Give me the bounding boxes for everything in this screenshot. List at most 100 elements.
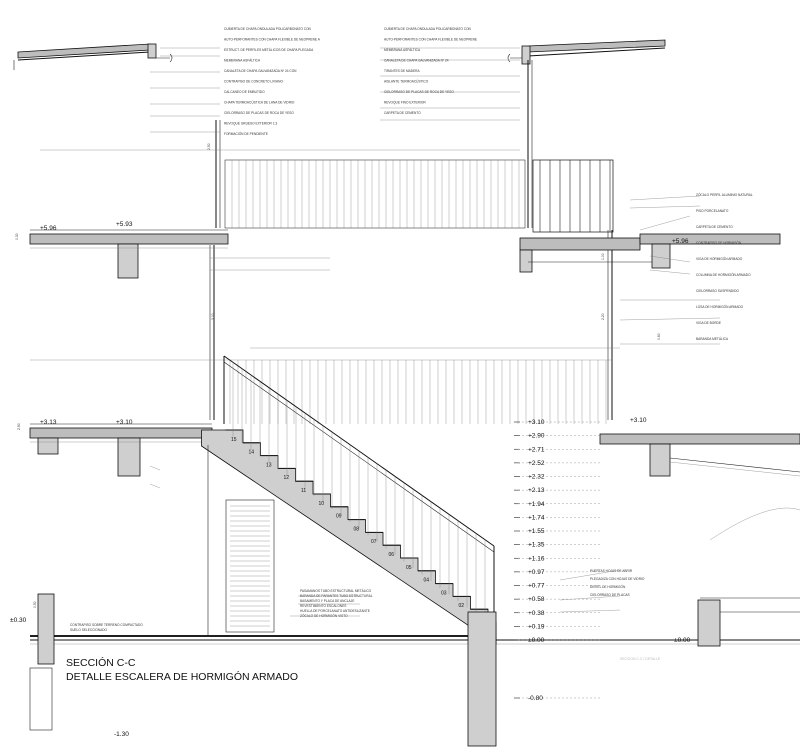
annotation-text: CHAPA TERMOACÚSTICA DE LANA DE VIDRIO bbox=[224, 100, 295, 105]
annotation-text: VIGA DE BORDE bbox=[696, 321, 721, 325]
annotation-text: AUTO-PERFORANTES CON CHAPA FLEXIBLE DE N… bbox=[224, 38, 321, 42]
level-label: -0.80 bbox=[528, 695, 543, 702]
level-mid-left-2: +3.10 bbox=[116, 419, 133, 426]
annotation-text: MEMBRANA ASFÁLTICA bbox=[224, 59, 261, 63]
annotation-text: AISLANTE TERMOACÚSTICO bbox=[384, 79, 429, 84]
annotation-text: CARPETA DE CEMENTO bbox=[384, 111, 421, 115]
level-label: +0.19 bbox=[528, 623, 545, 630]
annotation-text: BASAMENTO Y PLACA DE ANCLAJE bbox=[300, 599, 354, 603]
annotation-text: CIELORRASO DE PLACAS DE ROCA DE YESO bbox=[224, 111, 294, 115]
level-label: +2.71 bbox=[528, 446, 545, 453]
dimension-label: 2.20 bbox=[601, 313, 605, 320]
level-label: +1.35 bbox=[528, 542, 545, 549]
ground bbox=[30, 445, 800, 747]
annotation-text: CANALETA DE CHAPA GALVANIZADA Nº 24 CON bbox=[224, 69, 297, 73]
annotation-text: CUBIERTA DE CHAPA ONDULADA POLICARBONATO… bbox=[224, 27, 312, 31]
upper-slab-right bbox=[519, 233, 781, 273]
step-number: 15 bbox=[231, 437, 237, 443]
level-column: +3.10+2.90+2.71+2.52+2.32+2.13+1.94+1.74… bbox=[514, 419, 600, 702]
level-foundation-left: -1.30 bbox=[114, 731, 129, 738]
drawing-titles: SECCIÓN C-C DETALLE ESCALERA DE HORMIGÓN… bbox=[29, 656, 298, 731]
annotation-text: PUERTAS HOJAS DE ABRIR bbox=[590, 569, 633, 573]
notes-stair: PASAMANOS TUBO ESTRUCTURAL METÁLICOBARAN… bbox=[300, 589, 373, 618]
dimension-label: 1.00 bbox=[601, 253, 605, 260]
annotation-text: CARPETA DE CEMENTO bbox=[696, 225, 733, 229]
notes-ground: CONTRAPISO SOBRE TERRENO COMPACTADOSUELO… bbox=[70, 623, 143, 632]
level-label: +0.77 bbox=[528, 583, 545, 590]
annotation-text: CALCANEO DE EMBUTIDO bbox=[224, 90, 265, 94]
dimension-label: 2.50 bbox=[207, 143, 211, 150]
dimension-label: 3.00 bbox=[211, 313, 215, 320]
step-number: 06 bbox=[389, 552, 395, 558]
annotation-text: CONTRAPISO DE HORMIGÓN bbox=[696, 240, 742, 245]
level-mid-right: +3.10 bbox=[630, 417, 647, 424]
middle-slab-left bbox=[29, 423, 213, 477]
level-label: +2.32 bbox=[528, 474, 545, 481]
level-label: +1.74 bbox=[528, 514, 545, 521]
step-number: 09 bbox=[336, 514, 342, 520]
step-number: 10 bbox=[319, 501, 325, 507]
level-ground-left: ±0.30 bbox=[10, 617, 27, 624]
level-mid-left: +3.13 bbox=[40, 419, 57, 426]
annotation-text: REVOQUE GRUESO EXTERIOR 1:3 bbox=[224, 122, 277, 126]
step-number: 07 bbox=[371, 539, 377, 545]
dimension-label: 2.90 bbox=[17, 423, 21, 430]
step-number: 04 bbox=[424, 578, 430, 584]
level-upper-left-2: +5.93 bbox=[116, 221, 133, 228]
notes-top-left: CUBIERTA DE CHAPA ONDULADA POLICARBONATO… bbox=[224, 27, 321, 136]
annotation-text: ESTRUCT. DE PERFILES METÁLICOS DE CHAPA … bbox=[224, 48, 314, 52]
level-label: +0.97 bbox=[528, 569, 545, 576]
annotation-text: PASAMANOS TUBO ESTRUCTURAL METÁLICO bbox=[300, 589, 372, 593]
roof-right bbox=[507, 39, 666, 65]
level-ground-right: ±0.00 bbox=[674, 637, 691, 644]
railing-upper-left bbox=[224, 159, 526, 229]
annotation-text: BARANDA METÁLICA bbox=[696, 337, 729, 341]
level-markers: +5.96 +5.93 +3.13 +3.10 ±0.30 -1.30 +5.9… bbox=[10, 221, 691, 738]
detail-title: DETALLE ESCALERA DE HORMIGÓN ARMADO bbox=[66, 670, 298, 683]
step-number: 03 bbox=[441, 590, 447, 596]
level-upper-left: +5.96 bbox=[40, 225, 57, 232]
annotation-text: CONTRAPISO DE CONCRETO LIVIANO bbox=[224, 80, 283, 84]
level-label: +1.55 bbox=[528, 528, 545, 535]
annotation-text: AUTO-PERFORANTES CON CHAPA FLEXIBLE DE N… bbox=[384, 38, 477, 42]
step-number: 14 bbox=[249, 450, 255, 456]
annotation-text: FORMACIÓN DE PENDIENTE bbox=[224, 131, 268, 136]
level-label: +0.38 bbox=[528, 610, 545, 617]
annotation-text: HUELLA DE PORCELANATO ANTIDESLIZANTE bbox=[300, 609, 370, 613]
storage-door bbox=[225, 499, 275, 633]
step-number: 08 bbox=[354, 526, 360, 532]
annotation-text: PLEGADIZA CON HOJAS DE VIDRIO bbox=[590, 577, 645, 581]
stair: 010203040506070809101112131415 bbox=[201, 355, 497, 645]
section-title: SECCIÓN C-C bbox=[66, 656, 136, 669]
railing-mid bbox=[30, 359, 612, 424]
annotation-text: MEMBRANA ASFÁLTICA bbox=[384, 48, 421, 52]
notes-top-right: CUBIERTA DE CHAPA ONDULADA POLICARBONATO… bbox=[384, 27, 477, 115]
annotation-text: CUBIERTA DE CHAPA ONDULADA POLICARBONATO… bbox=[384, 27, 472, 31]
annotation-text: ZÓCALO PERFIL ALUMINIO NATURAL bbox=[696, 192, 753, 197]
level-label: +2.90 bbox=[528, 433, 545, 440]
level-label: +3.10 bbox=[528, 419, 545, 426]
step-number: 11 bbox=[301, 488, 306, 494]
leader-lines bbox=[40, 47, 721, 617]
step-number: 12 bbox=[284, 475, 290, 481]
level-label: +1.16 bbox=[528, 555, 545, 562]
annotation-text: REVOQUE FINO EXTERIOR bbox=[384, 101, 426, 105]
annotation-text: DINTEL DE HORMIGÓN bbox=[590, 584, 626, 589]
level-label: +1.94 bbox=[528, 501, 545, 508]
annotation-text: CIELORRASO SUSPENDIDO bbox=[696, 289, 739, 293]
railing-upper-right bbox=[532, 159, 614, 233]
title-frame bbox=[29, 667, 53, 731]
level-label: +0.58 bbox=[528, 596, 545, 603]
annotation-text: REVESTIMIENTO ESCALONES bbox=[300, 604, 346, 608]
watermark: SECCION C-C / DETALLE bbox=[620, 657, 661, 661]
step-number: 13 bbox=[266, 462, 272, 468]
level-label: ±0.00 bbox=[528, 637, 545, 644]
annotation-text: CONTRAPISO SOBRE TERRENO COMPACTADO bbox=[70, 623, 143, 627]
annotation-text: CIELORRASO DE PLACAS bbox=[590, 593, 630, 597]
roof-left bbox=[13, 43, 173, 70]
upper-slab-left bbox=[29, 229, 229, 279]
dimension-label: 0.50 bbox=[33, 601, 37, 608]
annotation-text: ZÓCALO DE HORMIGÓN VISTO bbox=[300, 613, 348, 618]
